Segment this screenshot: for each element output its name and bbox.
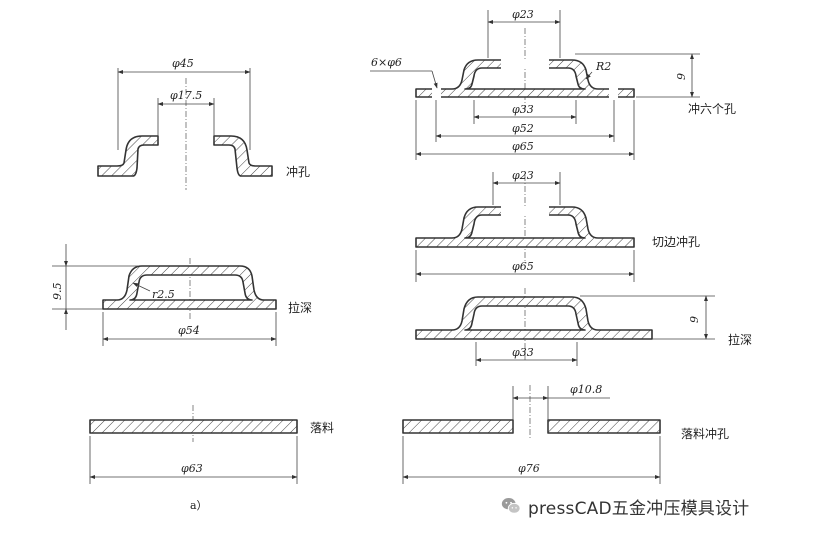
left-part1-left-half xyxy=(97,135,159,177)
left-part2-base-dim: φ54 xyxy=(178,324,200,337)
right-part2-top-opening xyxy=(501,206,549,216)
watermark-text: pressCAD五金冲压模具设计 xyxy=(528,498,750,519)
left-part3-blanking: φ63 落料 a） xyxy=(89,405,334,512)
left-part1-outer-dim: φ45 xyxy=(172,57,194,70)
right-part1-height-dim: 9 xyxy=(675,73,688,80)
right-part4-blank-left xyxy=(402,419,514,434)
right-part1-pierce-six-holes: φ23 6×φ6 R2 9 冲六个孔 φ33 φ52 φ65 xyxy=(370,8,736,160)
left-part2-radius-dim: r2.5 xyxy=(152,288,175,301)
wechat-logo-icon xyxy=(501,498,521,514)
right-part3-label: 拉深 xyxy=(728,332,752,347)
right-part1-hole-left xyxy=(432,88,441,98)
watermark: pressCAD五金冲压模具设计 xyxy=(500,494,750,519)
left-part3-blank-dim: φ63 xyxy=(181,462,203,475)
right-part2-d65: φ65 xyxy=(512,260,534,273)
right-part3-height-dim: 9 xyxy=(688,316,701,323)
right-part1-label: 冲六个孔 xyxy=(688,101,736,116)
right-part2-top-dim: φ23 xyxy=(512,169,534,182)
right-part1-radius-dim: R2 xyxy=(595,60,611,73)
left-part3-label: 落料 xyxy=(310,421,334,435)
left-part2-drawn-cup xyxy=(102,265,277,310)
figure-caption: a） xyxy=(190,499,208,512)
right-part4-hole-dim: φ10.8 xyxy=(570,383,602,396)
right-part2-label: 切边冲孔 xyxy=(652,234,700,249)
right-part4-blank-right xyxy=(547,419,661,434)
right-part3-deep-draw: 9 拉深 φ33 xyxy=(415,288,752,366)
right-part2-trim-and-pierce: φ23 切边冲孔 φ65 xyxy=(415,169,700,282)
right-part1-top-opening xyxy=(501,59,549,69)
left-part1-label: 冲孔 xyxy=(286,164,310,179)
right-part4-label: 落料冲孔 xyxy=(681,426,729,441)
right-part1-d33: φ33 xyxy=(512,103,534,116)
left-part1-punch-hole: φ45 φ17.5 冲孔 xyxy=(97,57,310,190)
right-part4-blank-dim: φ76 xyxy=(518,462,540,475)
left-part3-blank xyxy=(89,419,298,434)
right-part3-d33: φ33 xyxy=(512,346,534,359)
right-part1-holes-dim: 6×φ6 xyxy=(371,56,402,69)
right-part1-top-dim: φ23 xyxy=(512,8,534,21)
left-part2-deep-draw: 9.5 r2.5 φ54 拉深 xyxy=(51,244,312,346)
right-part1-hole-right xyxy=(609,88,618,98)
right-part1-d65: φ65 xyxy=(512,140,534,153)
right-part4-blank-and-pierce: φ10.8 落料冲孔 φ76 xyxy=(402,383,729,484)
left-part1-hole-dim: φ17.5 xyxy=(170,89,202,102)
left-part2-label: 拉深 xyxy=(288,300,312,315)
right-part1-drawn-flange xyxy=(415,59,635,98)
right-part3-drawn-flange xyxy=(415,296,653,340)
right-part2-trimmed-cup xyxy=(415,206,635,248)
left-part2-height-dim: 9.5 xyxy=(51,283,64,301)
right-part1-d52: φ52 xyxy=(512,122,534,135)
left-part1-right-half xyxy=(213,135,273,177)
